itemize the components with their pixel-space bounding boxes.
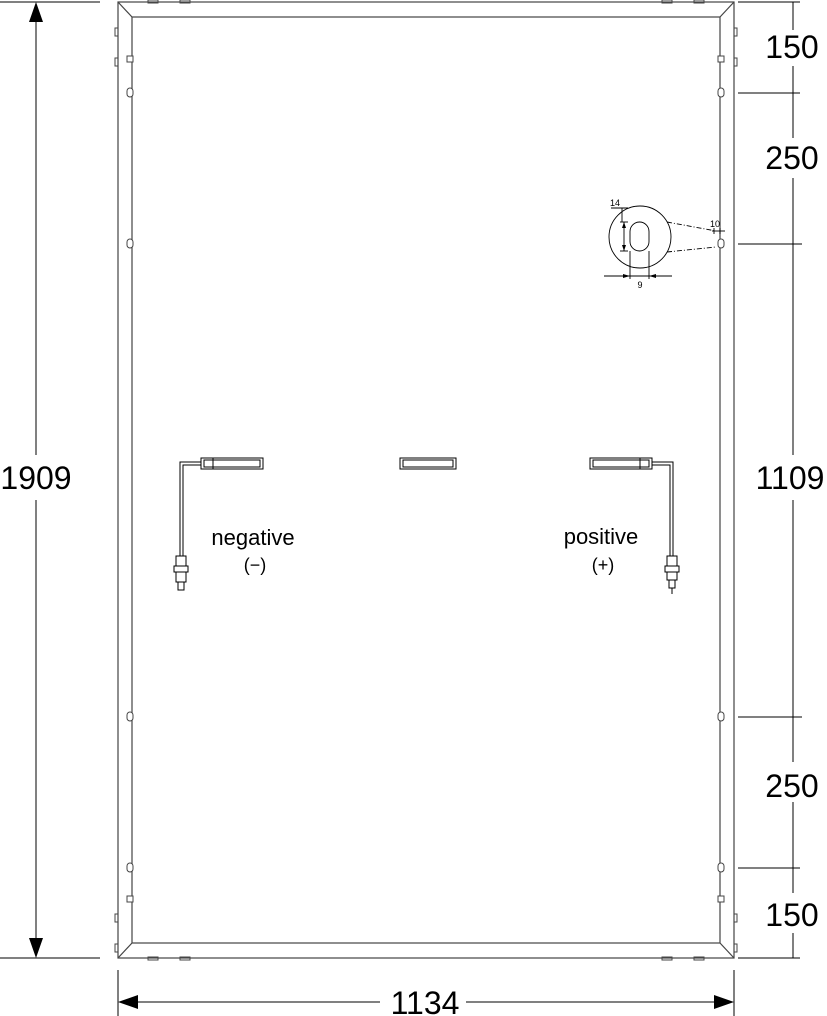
connector-negative (173, 555, 189, 591)
hole-arrow (649, 274, 656, 278)
cable-positive (652, 461, 674, 556)
right-dimension-chain (738, 1, 802, 959)
height-arrow-top (29, 2, 43, 22)
mounting-hole (717, 238, 725, 249)
width-label: 1134 (391, 985, 460, 1016)
dim-top-150: 150 (765, 29, 818, 65)
hole-arrow (623, 274, 630, 278)
width-arrow-left (118, 995, 138, 1009)
junction-box-center (399, 457, 457, 470)
hole-offset-label: 10 (710, 219, 720, 229)
hole-arrow (622, 245, 626, 251)
frame-tabs (114, 0, 738, 961)
positive-label: positive (564, 524, 639, 549)
connector-positive (664, 555, 680, 594)
cable-negative (179, 461, 201, 556)
height-label: 1909 (0, 460, 71, 496)
positive-symbol: (+) (592, 555, 615, 575)
mounting-hole (126, 711, 134, 722)
junction-box-negative (200, 457, 264, 470)
hole-width-label: 9 (637, 280, 642, 290)
dim-bottom-250: 250 (765, 768, 818, 804)
junction-box-positive (589, 457, 653, 470)
mounting-hole (717, 87, 725, 98)
hole-detail-slot (629, 221, 650, 252)
mounting-holes (126, 55, 725, 903)
hole-height-label: 14 (610, 198, 620, 208)
dim-top-250: 250 (765, 140, 818, 176)
mounting-hole (126, 238, 134, 249)
width-dimension (117, 970, 735, 1016)
dim-middle-1109: 1109 (756, 460, 825, 496)
mounting-hole (126, 87, 134, 98)
mounting-hole (717, 862, 725, 873)
hole-arrow (622, 222, 626, 228)
hole-detail (604, 205, 725, 279)
height-dimension (0, 1, 100, 959)
module-frame (117, 1, 735, 959)
mounting-hole (126, 862, 134, 873)
width-arrow-right (714, 995, 734, 1009)
negative-symbol: (−) (244, 555, 267, 575)
mounting-hole (717, 711, 725, 722)
height-arrow-bottom (29, 938, 43, 958)
negative-label: negative (211, 525, 294, 550)
dim-bottom-150: 150 (765, 897, 818, 933)
